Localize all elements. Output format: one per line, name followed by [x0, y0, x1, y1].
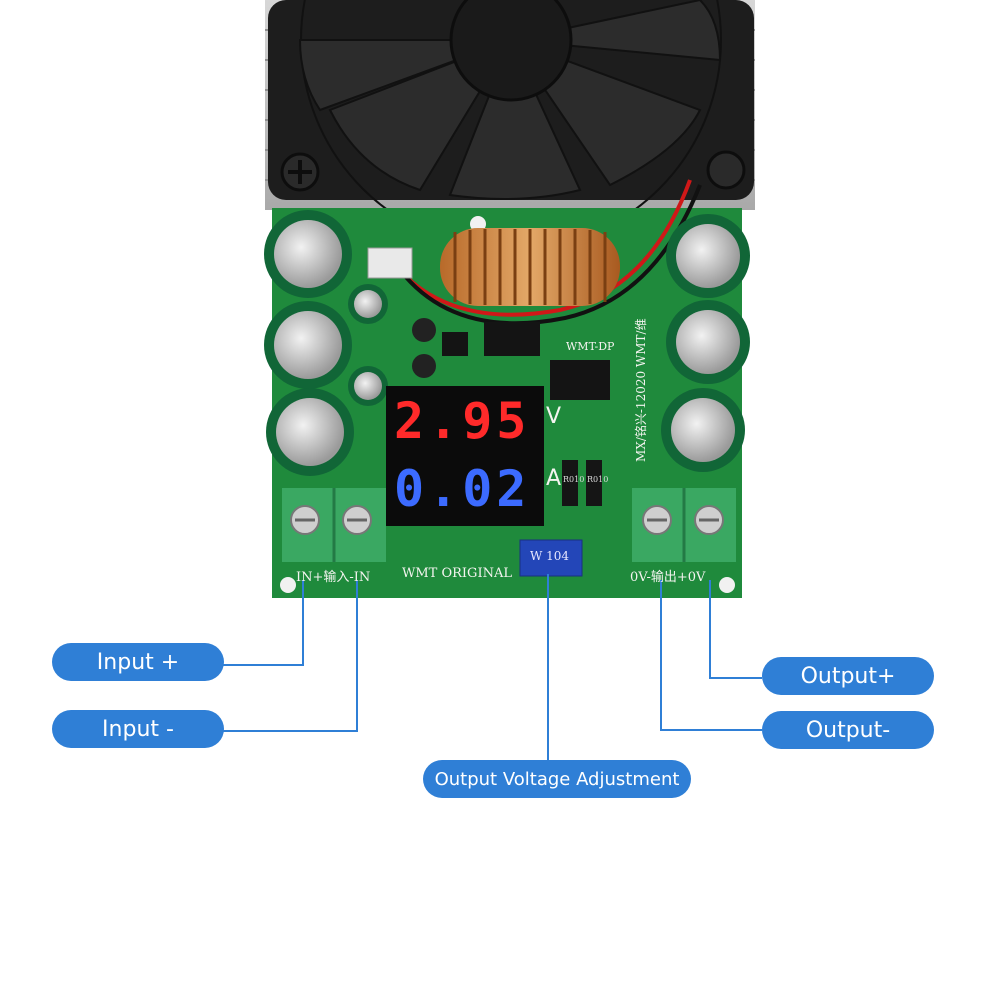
module-code-silkscreen: WMT-DP: [566, 340, 615, 353]
mount-hole: [719, 577, 735, 593]
shunt-resistor: [562, 460, 578, 506]
label-output-plus: Output+: [762, 657, 934, 695]
led-display: [386, 386, 544, 526]
output-terminal-block: [632, 488, 736, 562]
potentiometer: [519, 539, 583, 577]
current-readout: 0.02: [394, 460, 531, 518]
ic-chip: [484, 322, 540, 356]
mount-hole: [280, 577, 296, 593]
callout-lines: [222, 574, 762, 762]
label-input-plus: Input +: [52, 643, 224, 681]
label-input-minus: Input -: [52, 710, 224, 748]
fan-wire-red: [393, 179, 692, 317]
voltage-unit: V: [546, 404, 562, 429]
brand-silkscreen: WMT ORIGINAL: [402, 566, 512, 581]
toroid-inductor: [440, 228, 620, 306]
transistor: [442, 332, 468, 356]
output-terminal-silkscreen: 0V-输出+0V: [630, 570, 706, 585]
potentiometer-marking: W 104: [530, 549, 570, 563]
resistor-marking: R010: [563, 475, 585, 484]
input-terminal-silkscreen: IN+输入-IN: [296, 570, 371, 585]
current-unit: A: [546, 466, 562, 491]
capacitor: [264, 210, 750, 476]
cooling-fan: [268, 0, 754, 251]
screw-icon: [706, 150, 746, 190]
voltage-readout: 2.95: [394, 392, 531, 450]
label-voltage-adjustment: Output Voltage Adjustment: [423, 760, 691, 798]
shunt-resistor: [586, 460, 602, 506]
input-terminal-block: [282, 488, 386, 562]
resistor-marking: R010: [587, 475, 609, 484]
model-silkscreen: MX/铭兴-12020 WMT/维: [634, 318, 648, 462]
label-output-minus: Output-: [762, 711, 934, 749]
fan-connector: [367, 247, 413, 279]
ic-chip: [550, 360, 610, 400]
